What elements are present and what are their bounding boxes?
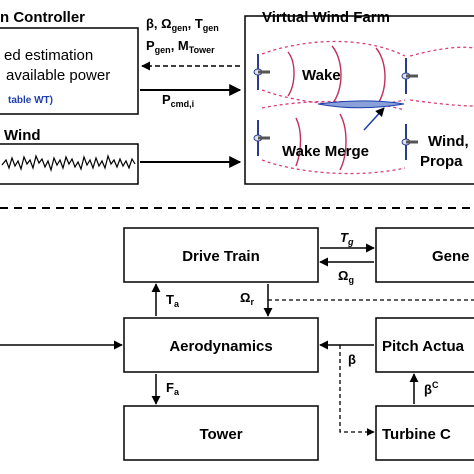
wind-label: Wind [4, 127, 41, 144]
omega-g-label: Ωg [338, 268, 354, 285]
wind-farm-title: Virtual Wind Farm [262, 9, 390, 26]
pitch-actuator-label: Pitch Actua [382, 338, 465, 355]
generator-block [375, 227, 474, 283]
drive-train-label: Drive Train [182, 248, 260, 265]
turbine-icon-1 [253, 54, 270, 90]
tower-label: Tower [199, 426, 242, 443]
wake-arc-5 [339, 113, 347, 171]
controller-text-line2: available power [6, 67, 110, 84]
wake-envelope-right-lower [409, 99, 474, 107]
controller-text-line1: ed estimation [4, 47, 93, 64]
aerodynamics-label: Aerodynamics [169, 338, 272, 355]
wake-envelope-lower [261, 159, 406, 175]
pitch-actuator-block [375, 317, 474, 373]
wake-arc-2 [331, 45, 342, 105]
wake-arc-1 [287, 51, 295, 97]
wind-propagation-label-2: Propa [420, 153, 463, 170]
wind-box [0, 143, 139, 185]
wind-signal-trace [1, 153, 136, 173]
wake-merge-region [317, 100, 405, 109]
feedback-signals-line1: β, Ωgen, Tgen [146, 16, 219, 33]
aerodynamics-block [123, 317, 319, 373]
wake-merge-label: Wake Merge [282, 143, 369, 160]
turbine-icon-4 [401, 124, 418, 160]
wake-arc-4 [295, 117, 302, 167]
turbine-controller-label: Turbine C [382, 426, 451, 443]
feedback-signals-line2: Pgen, MTower [146, 38, 215, 55]
wind-propagation-label-1: Wind, [428, 133, 469, 150]
omega-r-label: Ωr [240, 290, 254, 307]
turbine-icon-3 [401, 58, 418, 94]
turbine-icon-2 [253, 120, 270, 156]
ta-label: Ta [166, 292, 180, 309]
beta-label: β [348, 352, 356, 367]
wake-envelope-upper [261, 40, 406, 57]
controller-title: n Controller [0, 9, 85, 26]
generator-label: Gene [432, 248, 470, 265]
tower-feedback [339, 345, 375, 436]
wind-farm-box [244, 15, 474, 185]
wake-envelope-right-upper [409, 46, 474, 57]
pcmd-label: Pcmd,i [162, 92, 194, 109]
fa-label: Fa [166, 380, 180, 397]
tg-label: Tg [340, 230, 354, 247]
beta-c-label: βC [424, 380, 439, 397]
wake-label: Wake [302, 67, 341, 84]
tower-block [123, 405, 319, 461]
controller-note: table WT) [8, 95, 53, 106]
turbine-controller-block [375, 405, 474, 461]
wake-merge-pointer [363, 107, 385, 131]
drive-train-block [123, 227, 319, 283]
controller-box [0, 27, 139, 115]
